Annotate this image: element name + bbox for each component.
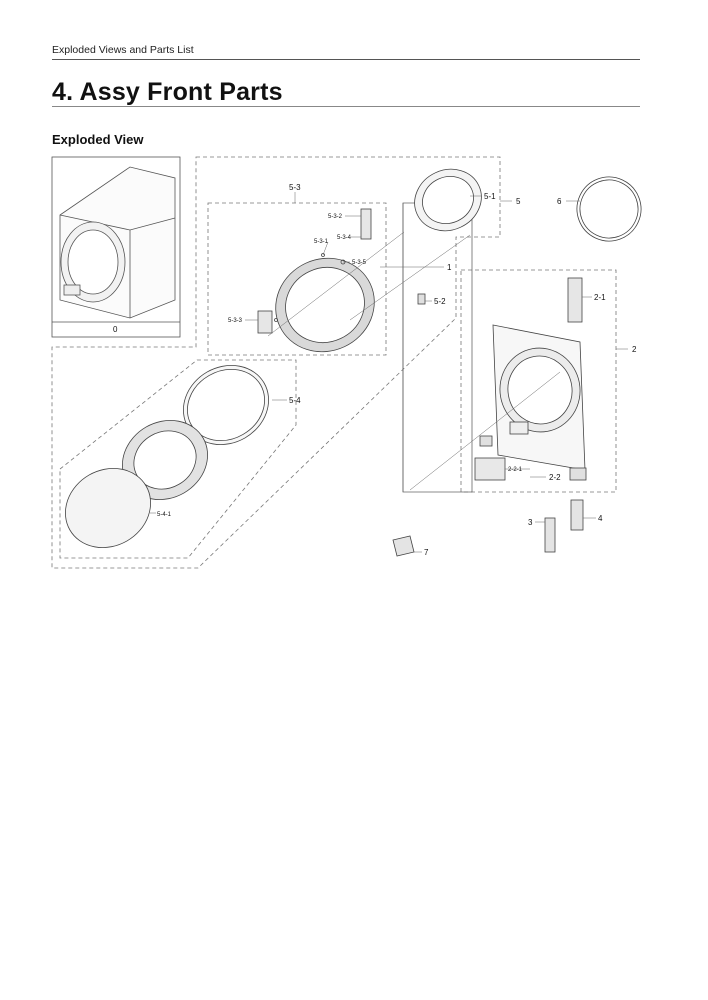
callout-2-2: 2-2 xyxy=(549,473,561,482)
callout-6: 6 xyxy=(557,197,562,206)
door-glass-assembly xyxy=(65,365,269,548)
dashed-group-outlines xyxy=(51,156,617,569)
part-callouts: 0 1 2 2-1 2-2 2-2-1 3 4 5 5-1 5-2 5-3 5-… xyxy=(113,183,637,557)
front-panel xyxy=(474,277,587,481)
callout-2: 2 xyxy=(632,345,637,354)
callout-2-1: 2-1 xyxy=(594,293,606,302)
callout-5-3: 5-3 xyxy=(289,183,301,192)
callout-1: 1 xyxy=(447,263,452,272)
callout-5-1: 5-1 xyxy=(484,192,496,201)
callout-5-2: 5-2 xyxy=(434,297,446,306)
hinge-part xyxy=(417,293,426,305)
callout-4: 4 xyxy=(598,514,603,523)
small-parts xyxy=(392,499,584,557)
callout-5-4-1: 5-4-1 xyxy=(157,512,172,518)
exploded-view-heading: Exploded View xyxy=(52,132,144,147)
section-header: Exploded Views and Parts List xyxy=(52,44,194,56)
callout-5-3-1: 5-3-1 xyxy=(314,239,329,245)
callout-0: 0 xyxy=(113,325,118,334)
front-panel-outline xyxy=(402,202,473,493)
callout-5-3-2: 5-3-2 xyxy=(328,214,343,220)
callout-5: 5 xyxy=(516,197,521,206)
assembly-inset-box xyxy=(51,156,181,338)
callout-5-3-4: 5-3-4 xyxy=(337,235,352,241)
callout-3: 3 xyxy=(528,518,533,527)
callout-5-3-5: 5-3-5 xyxy=(352,260,367,266)
callout-2-2-1: 2-2-1 xyxy=(508,467,523,473)
leader-lines xyxy=(150,192,628,553)
header-rule xyxy=(52,59,640,60)
page-title: 4. Assy Front Parts xyxy=(52,78,283,106)
title-rule xyxy=(52,106,640,107)
callout-5-3-3: 5-3-3 xyxy=(228,318,243,324)
washer-overall-assembly xyxy=(59,166,176,319)
callout-5-4: 5-4 xyxy=(289,396,301,405)
gasket-ring xyxy=(576,176,642,242)
door-frame-ring xyxy=(414,168,482,232)
callout-7: 7 xyxy=(424,548,429,557)
inner-door-frame xyxy=(257,208,375,353)
